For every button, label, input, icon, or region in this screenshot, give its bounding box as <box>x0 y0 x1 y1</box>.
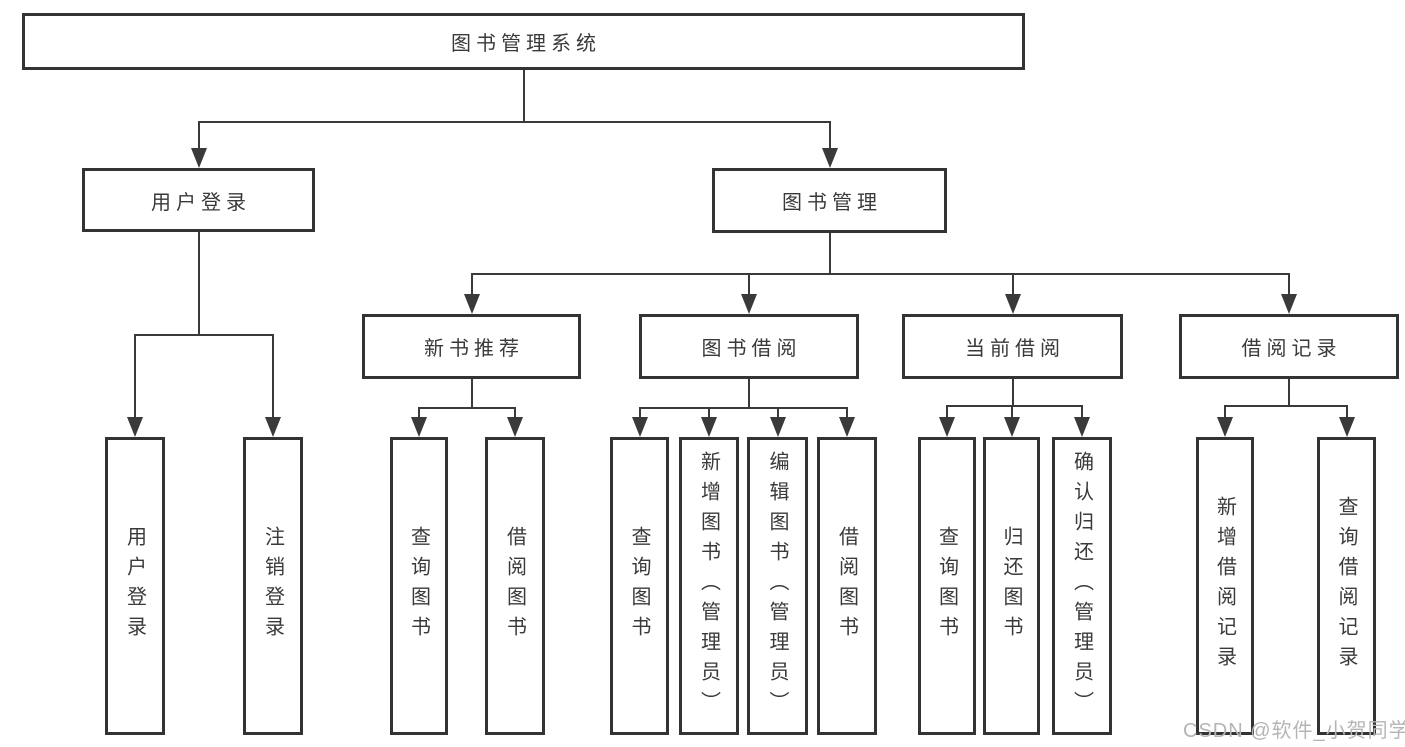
connector-line <box>708 407 710 419</box>
node-book-borrow: 图书借阅 <box>639 314 859 379</box>
node-user-login: 用户登录 <box>82 168 315 232</box>
arrow-down-icon <box>265 417 281 437</box>
node-label-leaf-query-borrow-record: 查询借阅记录 <box>1335 496 1357 676</box>
node-label-leaf-add-borrow-record: 新增借阅记录 <box>1213 496 1236 676</box>
arrow-down-icon <box>701 417 717 437</box>
node-borrow-records: 借阅记录 <box>1179 314 1399 379</box>
connector-line <box>638 407 848 409</box>
node-leaf-return-book: 归还图书 <box>983 437 1040 735</box>
connector-line <box>522 68 525 121</box>
node-label-leaf-user-login: 用户登录 <box>123 526 146 646</box>
connector-line <box>514 407 516 419</box>
arrow-down-icon <box>1217 417 1233 437</box>
node-label-leaf-edit-book: 编辑图书（管理员） <box>766 451 788 721</box>
connector-line <box>1224 405 1226 419</box>
connector-line <box>470 273 473 296</box>
node-book-mgmt: 图书管理 <box>712 168 947 233</box>
connector-line <box>638 407 641 419</box>
node-leaf-edit-book: 编辑图书（管理员） <box>747 437 808 735</box>
node-label-current-borrow: 当前借阅 <box>965 338 1065 360</box>
node-leaf-user-login: 用户登录 <box>105 437 165 735</box>
node-label-leaf-logout: 注销登录 <box>261 526 284 646</box>
arrow-down-icon <box>1004 294 1021 314</box>
connector-line <box>946 405 1083 407</box>
arrow-down-icon <box>839 417 855 437</box>
arrow-down-icon <box>1074 417 1090 437</box>
arrow-down-icon <box>463 294 480 314</box>
connector-line <box>197 230 200 334</box>
connector-line <box>1011 377 1014 405</box>
arrow-down-icon <box>1281 294 1297 314</box>
arrow-down-icon <box>190 148 207 168</box>
node-label-leaf-return-book: 归还图书 <box>1000 526 1022 646</box>
node-leaf-query-book-3: 查询图书 <box>918 437 976 735</box>
arrow-down-icon <box>741 294 757 314</box>
arrow-down-icon <box>769 417 786 437</box>
connector-line <box>272 334 274 419</box>
node-label-leaf-query-book-3: 查询图书 <box>935 526 958 646</box>
connector-line <box>828 121 831 150</box>
csdn-watermark: CSDN @软件_小贺同学 <box>1183 720 1405 742</box>
connector-line <box>828 231 831 273</box>
arrow-down-icon <box>1003 417 1020 437</box>
connector-line <box>1288 377 1290 405</box>
node-leaf-query-borrow-record: 查询借阅记录 <box>1317 437 1376 735</box>
arrow-down-icon <box>1338 417 1355 437</box>
arrow-down-icon <box>507 417 523 437</box>
node-current-borrow: 当前借阅 <box>902 314 1123 379</box>
node-label-book-mgmt: 图书管理 <box>782 192 882 214</box>
node-leaf-query-book-1: 查询图书 <box>390 437 448 735</box>
connector-line <box>1345 405 1348 419</box>
node-label-leaf-borrow-book-2: 借阅图书 <box>835 526 858 646</box>
arrow-down-icon <box>127 417 143 437</box>
connector-line <box>748 273 750 296</box>
arrow-down-icon <box>631 417 648 437</box>
node-root: 图书管理系统 <box>22 13 1025 70</box>
arrow-down-icon <box>821 148 838 168</box>
node-label-root: 图书管理系统 <box>451 33 601 55</box>
connector-line <box>197 121 200 150</box>
connector-line <box>846 407 848 419</box>
node-label-user-login: 用户登录 <box>151 191 251 214</box>
connector-line <box>776 407 779 419</box>
arrow-down-icon <box>411 417 427 437</box>
node-label-book-borrow: 图书借阅 <box>701 338 802 360</box>
connector-line <box>748 377 750 407</box>
connector-line <box>1224 405 1348 407</box>
connector-line <box>470 377 473 407</box>
connector-line <box>470 273 1290 275</box>
node-label-leaf-query-book-1: 查询图书 <box>407 526 430 646</box>
connector-line <box>418 407 516 409</box>
node-label-new-book-rec: 新书推荐 <box>424 338 524 360</box>
node-new-book-rec: 新书推荐 <box>362 314 581 379</box>
node-leaf-add-book: 新增图书（管理员） <box>679 437 739 735</box>
node-leaf-borrow-book-1: 借阅图书 <box>485 437 545 735</box>
node-label-leaf-add-book: 新增图书（管理员） <box>697 451 720 721</box>
connector-line <box>1010 405 1013 419</box>
node-leaf-logout: 注销登录 <box>243 437 303 735</box>
node-leaf-add-borrow-record: 新增借阅记录 <box>1196 437 1254 735</box>
connector-line <box>1288 273 1290 296</box>
node-leaf-confirm-return: 确认归还（管理员） <box>1052 437 1112 735</box>
node-label-leaf-confirm-return: 确认归还（管理员） <box>1070 451 1093 721</box>
connector-line <box>1011 273 1014 296</box>
node-leaf-query-book-2: 查询图书 <box>610 437 669 735</box>
connector-line <box>418 407 420 419</box>
node-label-leaf-borrow-book-1: 借阅图书 <box>503 526 526 646</box>
connector-line <box>197 121 831 123</box>
node-leaf-borrow-book-2: 借阅图书 <box>817 437 877 735</box>
arrow-down-icon <box>939 417 955 437</box>
connector-line <box>134 334 136 419</box>
connector-line <box>1081 405 1083 419</box>
connector-line <box>134 334 274 336</box>
connector-line <box>946 405 948 419</box>
node-label-borrow-records: 借阅记录 <box>1241 338 1342 360</box>
node-label-leaf-query-book-2: 查询图书 <box>628 526 650 646</box>
